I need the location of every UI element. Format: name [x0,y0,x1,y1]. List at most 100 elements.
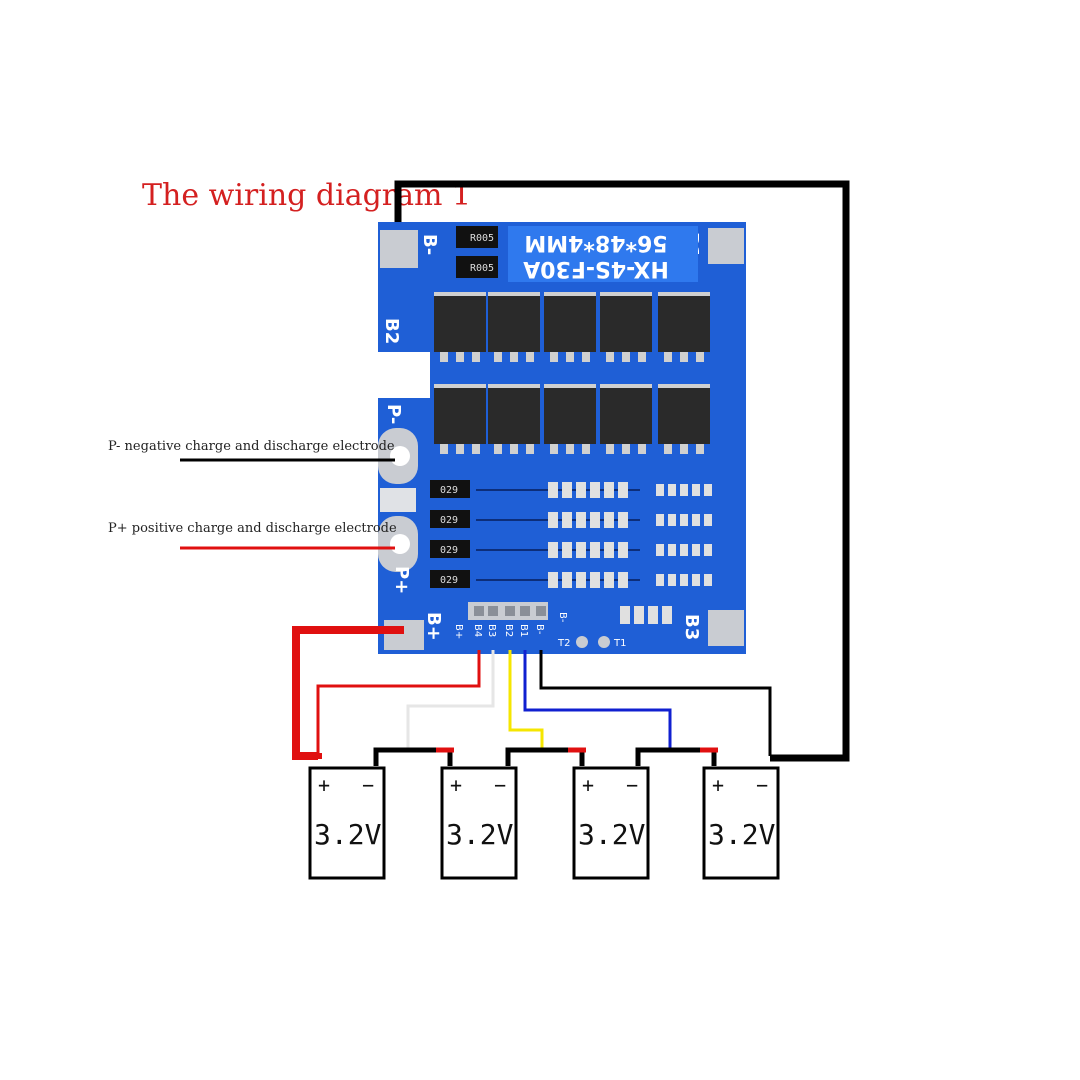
series-link-2 [505,747,585,766]
connector-label-b2: B2 [503,624,514,637]
resistor-1 [456,226,498,248]
battery-cell [440,766,518,880]
smd-part [618,482,628,498]
b-minus-balance-wire [539,650,772,756]
smd-part [680,544,688,556]
smd-part [680,484,688,496]
mosfet-lead [510,444,518,454]
mosfet-lead [526,444,534,454]
smd-part [618,542,628,558]
note-p-minus: P- negative charge and discharge electro… [108,439,395,454]
mosfet-lead [622,444,630,454]
connector-pin [474,606,484,616]
smd-part [548,482,558,498]
mosfet [600,296,652,352]
b4-balance-wire [316,650,481,756]
b3-balance-wire [406,650,495,752]
series-link-1 [373,747,453,766]
smd-part [548,512,558,528]
mosfet-lead [472,352,480,362]
smd-part [704,544,712,556]
cell-minus-sign: − [756,773,768,797]
smd-part [680,514,688,526]
smd-part [656,484,664,496]
smd-part [668,514,676,526]
label-b-minus: B- [419,234,440,255]
battery-cell [572,766,650,880]
mosfet-lead [638,444,646,454]
smd-part [576,542,586,558]
cell-plus-sign: + [450,773,462,797]
cell-minus-sign: − [494,773,506,797]
mosfet-lead [526,352,534,362]
label-b3: B3 [681,614,702,640]
mosfet-lead [494,352,502,362]
connector-label-bplus: B+ [453,624,464,639]
model-line1: 56*48*4MM [524,230,667,255]
smd-part [604,542,614,558]
smd-part [548,542,558,558]
b2-balance-wire [508,650,544,752]
mosfet-lead [638,352,646,362]
cell-minus-sign: − [362,773,374,797]
smd-part [704,484,712,496]
shunt-code: 029 [440,545,458,556]
cell-voltage: 3.2V [446,818,514,851]
smd-part [562,512,572,528]
mosfet-lead [582,444,590,454]
mosfet-lead [680,444,688,454]
smd-part [668,544,676,556]
p-plus-hole [390,534,410,554]
smd-part [576,512,586,528]
pad-b-minus [380,230,418,268]
smd-part [562,482,572,498]
b1-balance-wire [523,650,672,752]
thermistor-t1-pad [598,636,610,648]
smd-part [604,572,614,588]
pad-b3 [708,610,744,646]
label-b-plus: B+ [423,612,444,641]
smd-part [590,482,600,498]
smd-part [656,514,664,526]
smd-part [618,512,628,528]
resistor-2 [456,256,498,278]
b-minus-wire [394,180,850,762]
mosfet-lead [582,352,590,362]
smd-part [692,514,700,526]
smd-part [604,512,614,528]
smd-part [604,482,614,498]
resistor-2-code: R005 [470,263,494,274]
thermistor-t2-pad [576,636,588,648]
connector-label-b1: B1 [518,624,529,637]
mosfet [658,296,710,352]
label-t2: T2 [557,638,570,649]
shunt-resistor [430,480,470,498]
mosfet-lead [696,352,704,362]
mosfet-lead [566,444,574,454]
model-box [508,226,698,282]
mosfet [544,296,596,352]
smd-part [692,544,700,556]
cell-plus-sign: + [582,773,594,797]
smd-part [668,484,676,496]
mosfet [488,388,540,444]
mosfet [600,388,652,444]
pcb-board: B- B2 P- P+ B+ B1 B3 56*48*4MM HX-4S-F30… [378,222,746,654]
mosfet-lead [606,444,614,454]
label-p-plus: P+ [391,566,412,594]
shunt-code: 029 [440,575,458,586]
mosfet-lead [472,444,480,454]
cell-minus-sign: − [626,773,638,797]
cell-voltage: 3.2V [314,818,382,851]
cell-voltage: 3.2V [578,818,646,851]
mosfet-lead [456,352,464,362]
mosfet-lead [440,352,448,362]
mosfet-lead [550,352,558,362]
smd-part [680,574,688,586]
smd-part [668,574,676,586]
mosfet [488,296,540,352]
shunt-resistor [430,570,470,588]
pad-mid [380,488,416,512]
